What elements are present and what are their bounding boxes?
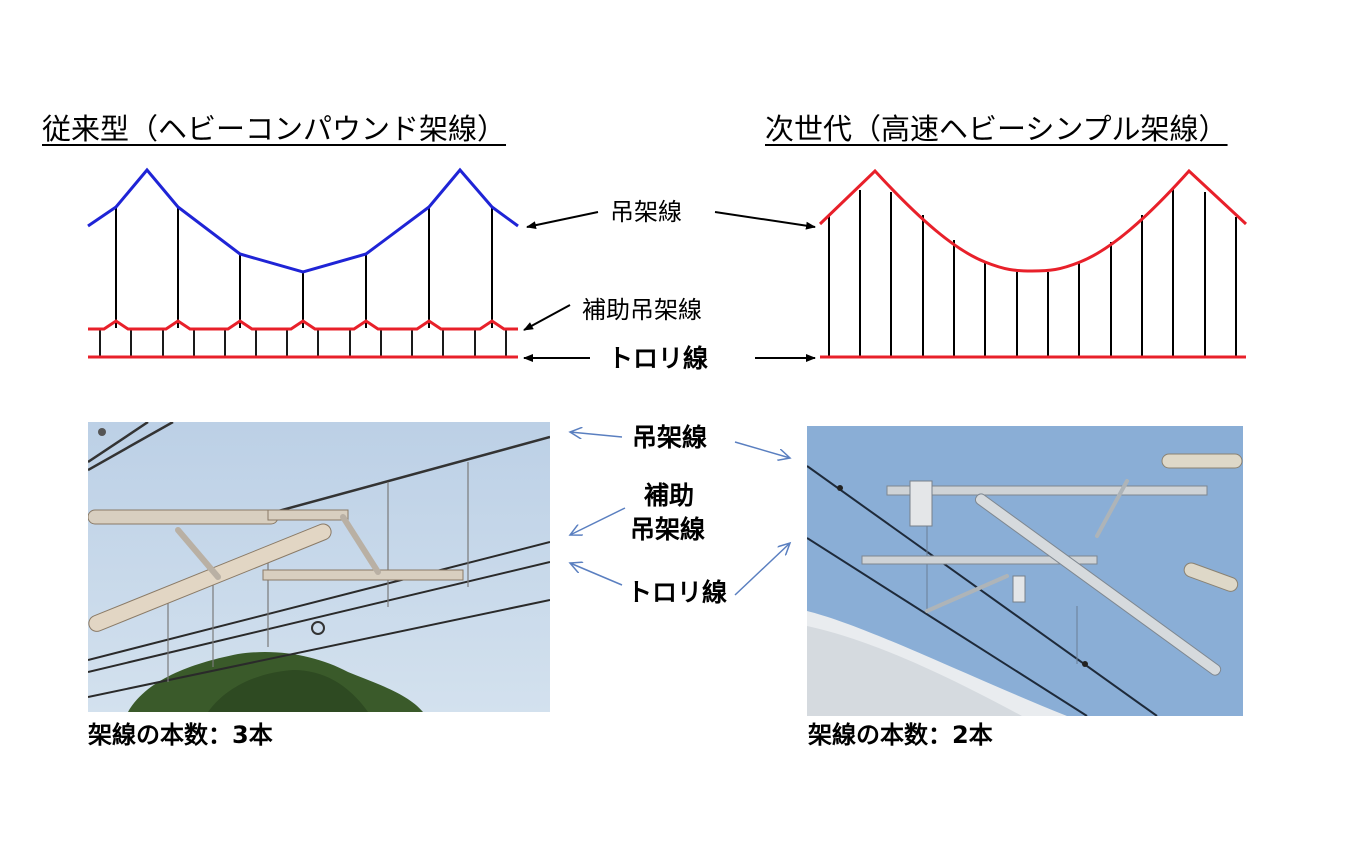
arrow-aux-messenger bbox=[523, 304, 571, 331]
conventional-catenary-diagram bbox=[87, 167, 519, 359]
caption-conventional-wire-count: 架線の本数：3本 bbox=[88, 721, 273, 749]
photo-label-arrows bbox=[570, 432, 790, 596]
label-trolley-wire: トロリ線 bbox=[608, 344, 709, 373]
caption-next-generation-wire-count: 架線の本数：2本 bbox=[808, 721, 993, 749]
photo-label-aux-line2: 吊架線 bbox=[630, 515, 706, 544]
photo-arrow-trolley-right bbox=[734, 543, 790, 596]
conventional-messenger-wire bbox=[87, 167, 519, 274]
photo-arrow-messenger-left bbox=[570, 432, 623, 437]
title-next-generation: 次世代（高速ヘビーシンプル架線） bbox=[765, 112, 1228, 146]
conventional-aux-messenger-wire bbox=[88, 319, 518, 331]
next-generation-hangers bbox=[828, 188, 1237, 356]
photo-conventional-catenary bbox=[88, 422, 550, 712]
diagram-label-arrows bbox=[523, 211, 816, 362]
label-messenger-wire: 吊架線 bbox=[610, 198, 682, 226]
title-conventional: 従来型（ヘビーコンパウンド架線） bbox=[42, 112, 507, 146]
photo-arrow-messenger-right bbox=[734, 441, 790, 458]
photo-arrow-trolley-left bbox=[570, 563, 623, 586]
arrow-messenger-right bbox=[714, 211, 816, 230]
photo-label-trolley-wire: トロリ線 bbox=[627, 578, 728, 607]
photo-label-aux-line1: 補助 bbox=[644, 481, 695, 510]
photo-label-messenger-wire: 吊架線 bbox=[632, 423, 708, 452]
photo-next-generation-catenary bbox=[807, 426, 1243, 716]
conventional-hangers-lower bbox=[99, 330, 507, 356]
next-generation-messenger-wire bbox=[818, 168, 1248, 273]
conventional-hangers-upper bbox=[115, 207, 493, 328]
label-aux-messenger-wire: 補助吊架線 bbox=[582, 296, 702, 324]
photo-arrow-aux-messenger bbox=[570, 507, 626, 535]
arrow-messenger-left bbox=[526, 211, 599, 230]
next-generation-catenary-diagram bbox=[818, 168, 1248, 359]
